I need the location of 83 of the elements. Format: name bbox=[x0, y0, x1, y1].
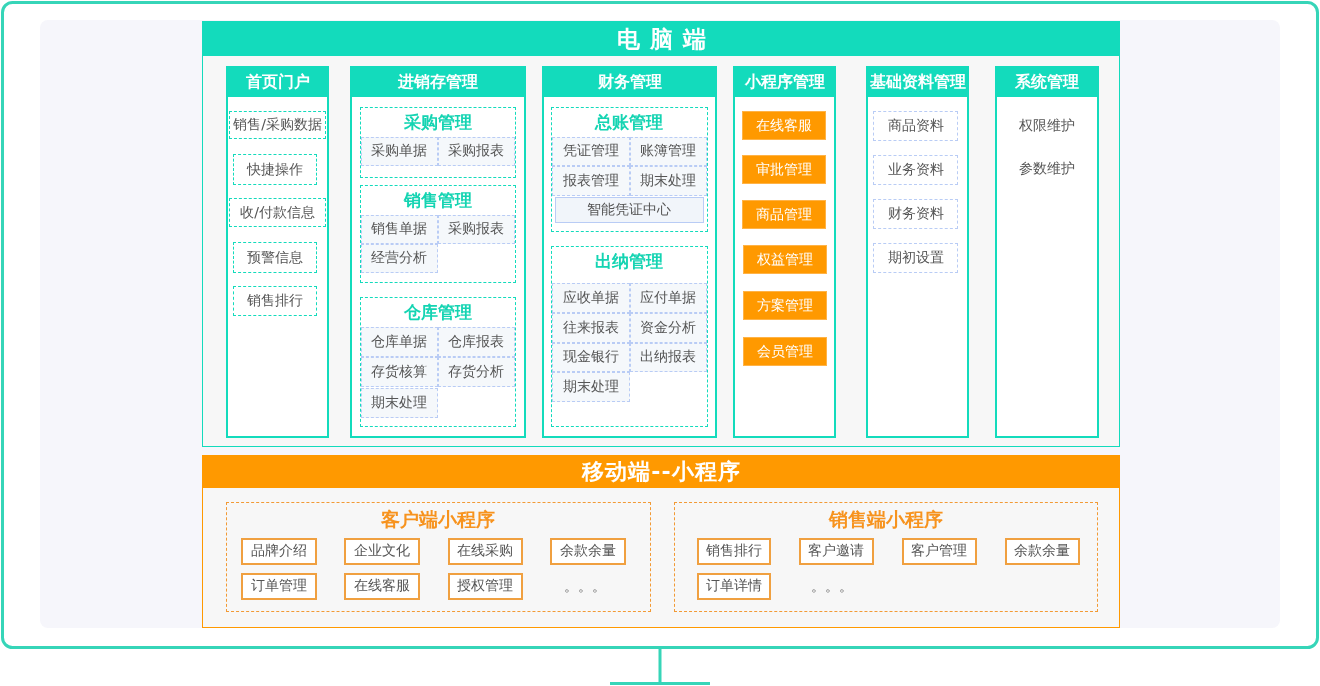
feature-tag: 订单详情 bbox=[696, 572, 771, 600]
submenu-item: 报表管理 bbox=[551, 165, 630, 196]
miniapp-tag: 方案管理 bbox=[743, 291, 827, 320]
section-panel bbox=[202, 21, 1120, 447]
submenu-item: 采购单据 bbox=[360, 136, 438, 166]
group-frame bbox=[360, 107, 516, 178]
submenu-item: 期末处理 bbox=[551, 371, 630, 402]
section-header: 移动端--小程序 bbox=[203, 456, 1119, 488]
submenu-item: 存货分析 bbox=[437, 356, 515, 387]
menu-item: 快捷操作 bbox=[233, 154, 317, 185]
ellipsis-text: 。。。 bbox=[810, 577, 854, 596]
feature-tag: 客户邀请 bbox=[798, 537, 874, 565]
submenu-item: 仓库单据 bbox=[360, 326, 438, 357]
group-title: 销售管理 bbox=[402, 188, 473, 212]
menu-item: 财务资料 bbox=[873, 199, 958, 229]
menu-text: 参数维护 bbox=[1018, 159, 1076, 178]
feature-tag: 余款余量 bbox=[549, 537, 626, 565]
module-column bbox=[542, 66, 717, 438]
feature-tag: 在线采购 bbox=[447, 537, 523, 565]
menu-text: 权限维护 bbox=[1018, 116, 1076, 135]
menu-item: 预警信息 bbox=[233, 242, 317, 273]
submenu-item: 期末处理 bbox=[629, 165, 707, 196]
feature-tag: 授权管理 bbox=[447, 572, 523, 600]
submenu-item: 往来报表 bbox=[551, 312, 630, 343]
section-panel bbox=[202, 455, 1120, 628]
miniapp-tag: 商品管理 bbox=[742, 200, 826, 229]
group-frame bbox=[360, 185, 516, 283]
feature-tag: 品牌介绍 bbox=[240, 537, 317, 565]
column-header: 首页门户 bbox=[228, 68, 327, 97]
column-header: 财务管理 bbox=[544, 68, 715, 97]
submenu-item: 采购报表 bbox=[437, 214, 515, 244]
submenu-item: 应付单据 bbox=[629, 282, 707, 313]
miniapp-tag: 会员管理 bbox=[743, 337, 827, 366]
miniapp-tag: 审批管理 bbox=[742, 155, 826, 184]
submenu-item: 智能凭证中心 bbox=[554, 196, 704, 223]
menu-item: 销售/采购数据 bbox=[229, 111, 326, 139]
submenu-item: 凭证管理 bbox=[551, 136, 630, 166]
miniapp-tag: 在线客服 bbox=[742, 111, 826, 140]
group-frame bbox=[551, 246, 708, 427]
feature-tag: 余款余量 bbox=[1004, 537, 1080, 565]
feature-tag: 企业文化 bbox=[343, 537, 420, 565]
group-title: 总账管理 bbox=[593, 110, 664, 134]
submenu-item: 应收单据 bbox=[551, 282, 630, 313]
column-header: 基础资料管理 bbox=[868, 68, 967, 97]
group-title: 仓库管理 bbox=[402, 300, 473, 324]
module-column bbox=[995, 66, 1099, 438]
feature-tag: 客户管理 bbox=[901, 537, 977, 565]
submenu-item: 账簿管理 bbox=[629, 136, 707, 166]
group-frame bbox=[360, 297, 516, 427]
group-title: 销售端小程序 bbox=[827, 507, 944, 532]
module-column bbox=[226, 66, 329, 438]
submenu-item: 经营分析 bbox=[360, 243, 438, 273]
submenu-item: 现金银行 bbox=[551, 342, 630, 372]
miniapp-tag: 权益管理 bbox=[743, 245, 827, 274]
module-column bbox=[866, 66, 969, 438]
group-frame bbox=[226, 502, 651, 612]
menu-item: 业务资料 bbox=[873, 155, 958, 185]
feature-tag: 在线客服 bbox=[343, 572, 420, 600]
group-frame bbox=[674, 502, 1098, 612]
module-column bbox=[350, 66, 526, 438]
group-title: 采购管理 bbox=[402, 110, 473, 134]
submenu-item: 期末处理 bbox=[360, 387, 438, 418]
module-column bbox=[733, 66, 836, 438]
section-header: 电脑端 bbox=[203, 22, 1119, 56]
menu-item: 商品资料 bbox=[873, 111, 958, 141]
column-header: 小程序管理 bbox=[735, 68, 834, 97]
submenu-item: 资金分析 bbox=[629, 312, 707, 343]
group-title: 客户端小程序 bbox=[380, 507, 496, 532]
menu-item: 期初设置 bbox=[873, 243, 958, 273]
submenu-item: 出纳报表 bbox=[629, 342, 707, 372]
submenu-item: 仓库报表 bbox=[437, 326, 515, 357]
submenu-item: 存货核算 bbox=[360, 356, 438, 387]
submenu-item: 采购报表 bbox=[437, 136, 515, 166]
menu-item: 收/付款信息 bbox=[229, 198, 326, 227]
group-title: 出纳管理 bbox=[594, 249, 664, 273]
feature-tag: 订单管理 bbox=[240, 572, 317, 600]
feature-tag: 销售排行 bbox=[696, 537, 771, 565]
submenu-item: 销售单据 bbox=[360, 214, 438, 244]
column-header: 系统管理 bbox=[997, 68, 1097, 97]
column-header: 进销存管理 bbox=[352, 68, 524, 97]
group-frame bbox=[551, 107, 708, 232]
ellipsis-text: 。。。 bbox=[563, 577, 607, 596]
menu-item: 销售排行 bbox=[233, 286, 317, 316]
